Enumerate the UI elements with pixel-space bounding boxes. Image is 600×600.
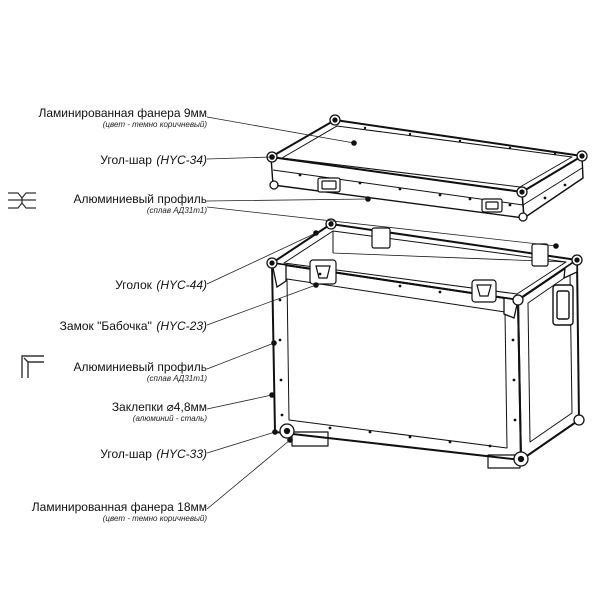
label-ball-corner-33-title: Угол-шар <box>100 447 152 461</box>
label-plywood-9mm-title: Ламинированная фанера 9мм <box>38 106 207 120</box>
label-alu-profile-top-title: Алюминиевый профиль <box>73 192 207 206</box>
label-alu-profile-top: Алюминиевый профиль (сплав АД31т1) <box>73 192 207 215</box>
label-butterfly-lock: Замок "Бабочка" (HYC-23) <box>60 317 207 335</box>
label-alu-profile-bottom-note: (сплав АД31т1) <box>146 374 207 383</box>
label-ball-corner-34-title: Угол-шар <box>100 153 152 167</box>
label-rivets: Заклепки ⌀4,8мм (алюминий - сталь) <box>112 400 207 423</box>
leader-dots <box>269 140 559 443</box>
label-alu-profile-bottom-title: Алюминиевый профиль <box>73 360 207 374</box>
lid-rivets <box>298 126 567 207</box>
label-corner-44: Уголок (HYC-44) <box>115 276 207 294</box>
label-rivets-note: (алюминий - сталь) <box>132 414 207 423</box>
label-ball-corner-34-code: (HYC-34) <box>156 153 207 167</box>
label-plywood-18mm: Ламинированная фанера 18мм (цвет - темно… <box>32 500 207 523</box>
label-rivets-title: Заклепки ⌀4,8мм <box>111 400 207 414</box>
label-ball-corner-33-code: (HYC-33) <box>156 447 207 461</box>
side-handle <box>552 284 574 326</box>
label-plywood-18mm-note: (цвет - темно коричневый) <box>102 514 207 523</box>
label-butterfly-lock-code: (HYC-23) <box>156 319 207 333</box>
aluminium-corner-profile-icon <box>21 355 44 378</box>
case-lid <box>270 119 584 219</box>
label-corner-44-code: (HYC-44) <box>156 278 207 292</box>
label-plywood-9mm: Ламинированная фанера 9мм (цвет - темно … <box>38 106 207 129</box>
body-rivets <box>278 272 517 448</box>
butterfly-locks <box>309 227 549 303</box>
leader-lines <box>206 116 557 510</box>
label-ball-corner-33: Угол-шар (HYC-33) <box>100 445 207 463</box>
label-plywood-18mm-title: Ламинированная фанера 18мм <box>31 500 207 514</box>
label-alu-profile-top-note: (сплав АД31т1) <box>146 206 207 215</box>
label-ball-corner-34: Угол-шар (HYC-34) <box>100 151 207 169</box>
aluminium-profile-section-icon <box>8 192 36 209</box>
label-plywood-9mm-note: (цвет - темно коричневый) <box>102 120 207 129</box>
label-butterfly-lock-title: Замок "Бабочка" <box>59 319 152 333</box>
label-corner-44-title: Уголок <box>115 278 152 292</box>
body-ball-corners <box>266 218 585 467</box>
label-alu-profile-bottom: Алюминиевый профиль (сплав АД31т1) <box>73 360 207 383</box>
lid-latches <box>317 177 503 213</box>
